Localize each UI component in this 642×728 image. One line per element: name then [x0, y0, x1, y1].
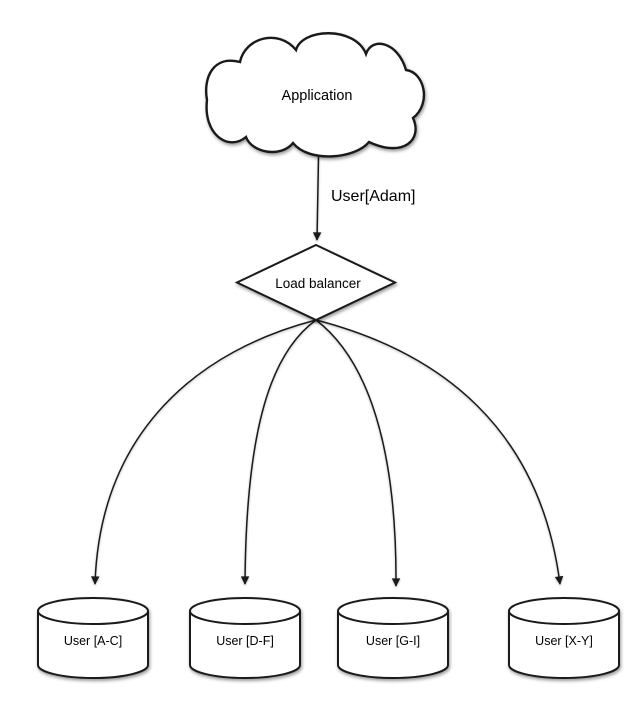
database-cylinder-top — [337, 597, 449, 625]
diamond-icon — [234, 243, 398, 322]
database-cylinder-icon — [189, 611, 301, 679]
database-node-4: User [X-Y] — [508, 597, 620, 679]
database-cylinder-top — [508, 597, 620, 625]
database-label-2: User [D-F] — [216, 634, 274, 648]
database-node-3: User [G-I] — [337, 597, 449, 679]
database-cylinder-icon — [508, 611, 620, 679]
edge-lb-to-db-1 — [91, 319, 317, 585]
application-cloud-node: Application — [204, 32, 426, 158]
load-balancer-label: Load balancer — [275, 276, 361, 291]
edge-lb-to-db-4 — [315, 319, 564, 585]
cloud-icon — [204, 32, 426, 158]
database-node-2: User [D-F] — [189, 597, 301, 679]
database-label-4: User [X-Y] — [535, 634, 593, 648]
edge-lb-to-db-2 — [240, 319, 317, 585]
application-label: Application — [282, 88, 353, 104]
database-node-1: User [A-C] — [37, 597, 149, 679]
database-label-1: User [A-C] — [64, 634, 122, 648]
edge-label-user-adam: User[Adam] — [331, 188, 415, 205]
database-label-3: User [G-I] — [366, 634, 420, 648]
database-cylinder-top — [37, 597, 149, 625]
load-balancer-node: Load balancer — [234, 243, 398, 322]
edge-application-to-load-balancer — [312, 156, 322, 241]
database-cylinder-icon — [37, 611, 149, 679]
database-cylinder-icon — [337, 611, 449, 679]
edge-lb-to-db-3 — [315, 319, 401, 587]
database-cylinder-top — [189, 597, 301, 625]
